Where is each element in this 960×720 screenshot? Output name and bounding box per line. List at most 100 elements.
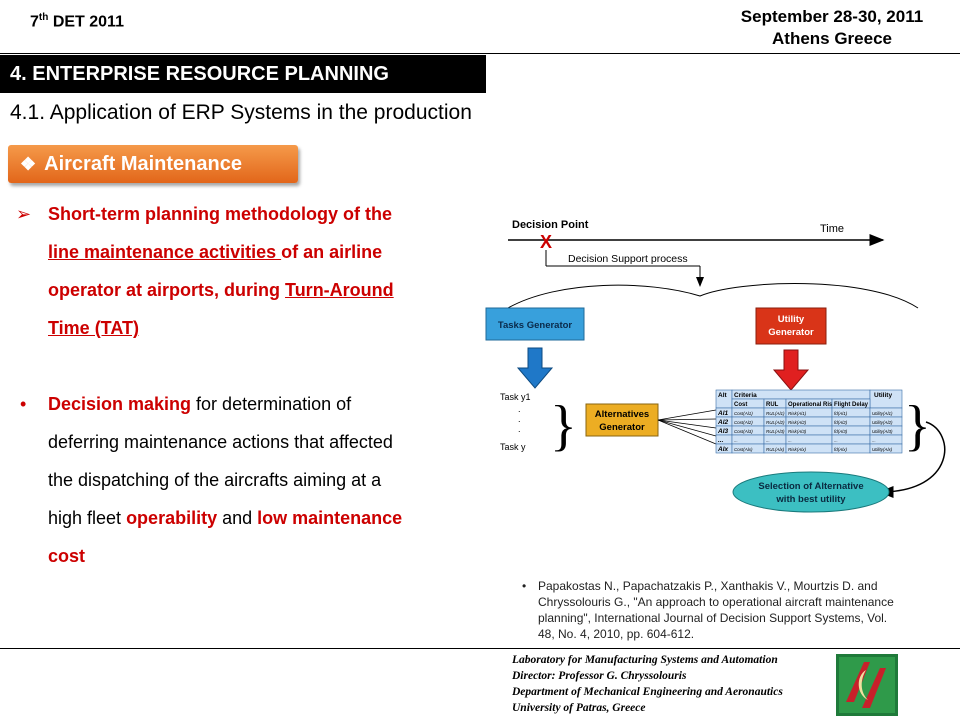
utility-generator-label-2: Generator: [768, 327, 814, 338]
table-row-alt-label: Alx: [717, 446, 729, 453]
tasks-brace: }: [550, 395, 577, 457]
decision-process-diagram: Decision Point Time X Decision Support p…: [485, 219, 946, 513]
reference-line-4: 48, No. 4, 2010, pp. 604-612.: [538, 627, 695, 641]
table-cell-value: RUL(Alx): [766, 447, 785, 452]
bullet-1: ➢ Short-term planning methodology of the…: [16, 195, 476, 347]
bullet-1-line-4: Time (TAT): [48, 318, 139, 338]
bullet-2-line-1: Decision making for determination of: [48, 394, 352, 414]
bullet-2-line-5: cost: [48, 546, 86, 566]
diamond-star-icon: ❖: [20, 154, 37, 174]
conference-place: Athens Greece: [772, 29, 892, 48]
footer-line-4: University of Patras, Greece: [512, 702, 646, 714]
table-col-header-label: Cost: [734, 402, 747, 408]
table-header-criteria-label: Criteria: [734, 392, 757, 399]
table-cell-value: Cost(Al1): [734, 411, 753, 416]
reference-line-3: planning", International Journal of Deci…: [538, 611, 888, 625]
topic-badge: ❖ Aircraft Maintenance: [8, 145, 298, 183]
table-row-alt-label: Al2: [717, 419, 729, 426]
reference-line-1: Papakostas N., Papachatzakis P., Xanthak…: [538, 579, 878, 593]
bullet-1-line-3: operator at airports, during Turn-Around: [48, 280, 394, 300]
alternatives-generator-label-2: Generator: [599, 422, 645, 433]
fan-line: [657, 419, 717, 429]
reference-bullet-icon: •: [522, 579, 527, 593]
table-cell-value: fd(Al2): [834, 420, 848, 425]
fan-line: [657, 419, 717, 437]
table-cell-value: Risk(Al2): [788, 420, 807, 425]
tasks-generator-label: Tasks Generator: [498, 320, 573, 331]
bullet-1-line-2: line maintenance activities of an airlin…: [48, 242, 383, 262]
table-cell-value: ...: [766, 438, 770, 443]
table-cell-utility-value: Utility(Al3): [872, 429, 893, 434]
bullet-2-line-4: high fleet operability and low maintenan…: [48, 508, 403, 528]
bullet-1-line-1: Short-term planning methodology of the: [48, 204, 392, 224]
task-y-label: Task y: [500, 442, 526, 452]
bullet-2-line-2: deferring maintenance actions that affec…: [48, 432, 393, 452]
decision-x-mark: X: [540, 232, 552, 252]
reference-line-2: Chryssolouris G., "An approach to operat…: [538, 595, 894, 609]
footer-line-3: Department of Mechanical Engineering and…: [512, 686, 783, 698]
table-row-alt-label: Al1: [717, 410, 729, 417]
utility-down-arrow: [772, 349, 810, 391]
arrow-bullet-icon: ➢: [16, 204, 32, 224]
fan-line: [657, 409, 717, 421]
table-cell-value: Cost(Al2): [734, 420, 753, 425]
section-title: 4. ENTERPRISE RESOURCE PLANNING: [0, 55, 486, 93]
lms-logo-icon: [836, 654, 898, 716]
alternatives-generator-label-1: Alternatives: [595, 409, 649, 420]
fan-line: [657, 418, 717, 421]
bullet-2: • Decision making for determination of d…: [16, 385, 476, 575]
table-cell-value: Cost(Al3): [734, 429, 753, 434]
header-divider: [0, 53, 960, 54]
subsection-title: 4.1. Application of ERP Systems in the p…: [10, 101, 472, 124]
footer-line-1: Laboratory for Manufacturing Systems and…: [512, 654, 778, 666]
table-cell-value: fd(Al1): [834, 411, 848, 416]
table-cell-value: Risk(Al1): [788, 411, 807, 416]
table-cell-value: RUL(Al1): [766, 411, 785, 416]
table-cell-value: ...: [734, 438, 738, 443]
conference-date: September 28-30, 2011: [740, 7, 924, 26]
table-cell-value: Risk(Al3): [788, 429, 807, 434]
decision-point-label: Decision Point: [512, 219, 589, 231]
utility-generator-label-1: Utility: [778, 314, 805, 325]
table-cell-value: Cost(Alx): [734, 447, 753, 452]
conference-date-place: September 28-30, 2011 Athens Greece: [712, 6, 952, 50]
table-cell-value: Risk(Alx): [788, 447, 806, 452]
task-y1-label: Task y1: [500, 392, 531, 402]
table-header-alt-label: Alt: [718, 392, 728, 399]
table-cell-value: ...: [788, 438, 792, 443]
selection-label-2: with best utility: [775, 494, 846, 505]
table-col-header-label: RUL: [766, 402, 779, 408]
footer-line-2: Director: Professor G. Chryssolouris: [512, 670, 687, 682]
table-col-header-label: Operational Risk: [788, 402, 836, 408]
table-cell-utility: [869, 443, 903, 454]
table-cell-value: fd(Al3): [834, 429, 848, 434]
footer-divider: [0, 648, 960, 649]
table-row-alt-label: Al3: [717, 428, 729, 435]
utility-generator-box: [755, 307, 827, 345]
time-label: Time: [820, 223, 844, 235]
table-cell-utility-value: Utility(Al1): [872, 411, 893, 416]
reference: • Papakostas N., Papachatzakis P., Xanth…: [522, 578, 948, 642]
return-arrow: [878, 421, 946, 498]
table-row-alt-label: ...: [718, 437, 724, 444]
tasks-generator-box: [485, 307, 585, 341]
support-process-label: Decision Support process: [568, 253, 688, 265]
selection-ellipse: [732, 471, 890, 513]
table-cell-value: RUL(Al2): [766, 420, 785, 425]
conference-label: 7th DET 2011: [30, 12, 124, 31]
table-cell-value: fd(Alx): [834, 447, 848, 452]
table-cell: [785, 434, 833, 445]
bullet-list: ➢ Short-term planning methodology of the…: [16, 195, 476, 575]
table-col-header-label: Flight Delay: [834, 402, 869, 408]
dot-bullet-icon: •: [20, 394, 27, 414]
table-header-utility-label: Utility: [874, 392, 892, 399]
table-brace: }: [904, 395, 931, 457]
table-cell-value: ...: [834, 438, 838, 443]
table-cell-utility-value: Utility(Al2): [872, 420, 893, 425]
task-dots-1: .: [518, 404, 521, 414]
bullet-2-line-3: the dispatching of the aircrafts aiming …: [48, 470, 382, 490]
task-dots-2: .: [518, 414, 521, 424]
topic-badge-label: Aircraft Maintenance: [44, 153, 242, 175]
